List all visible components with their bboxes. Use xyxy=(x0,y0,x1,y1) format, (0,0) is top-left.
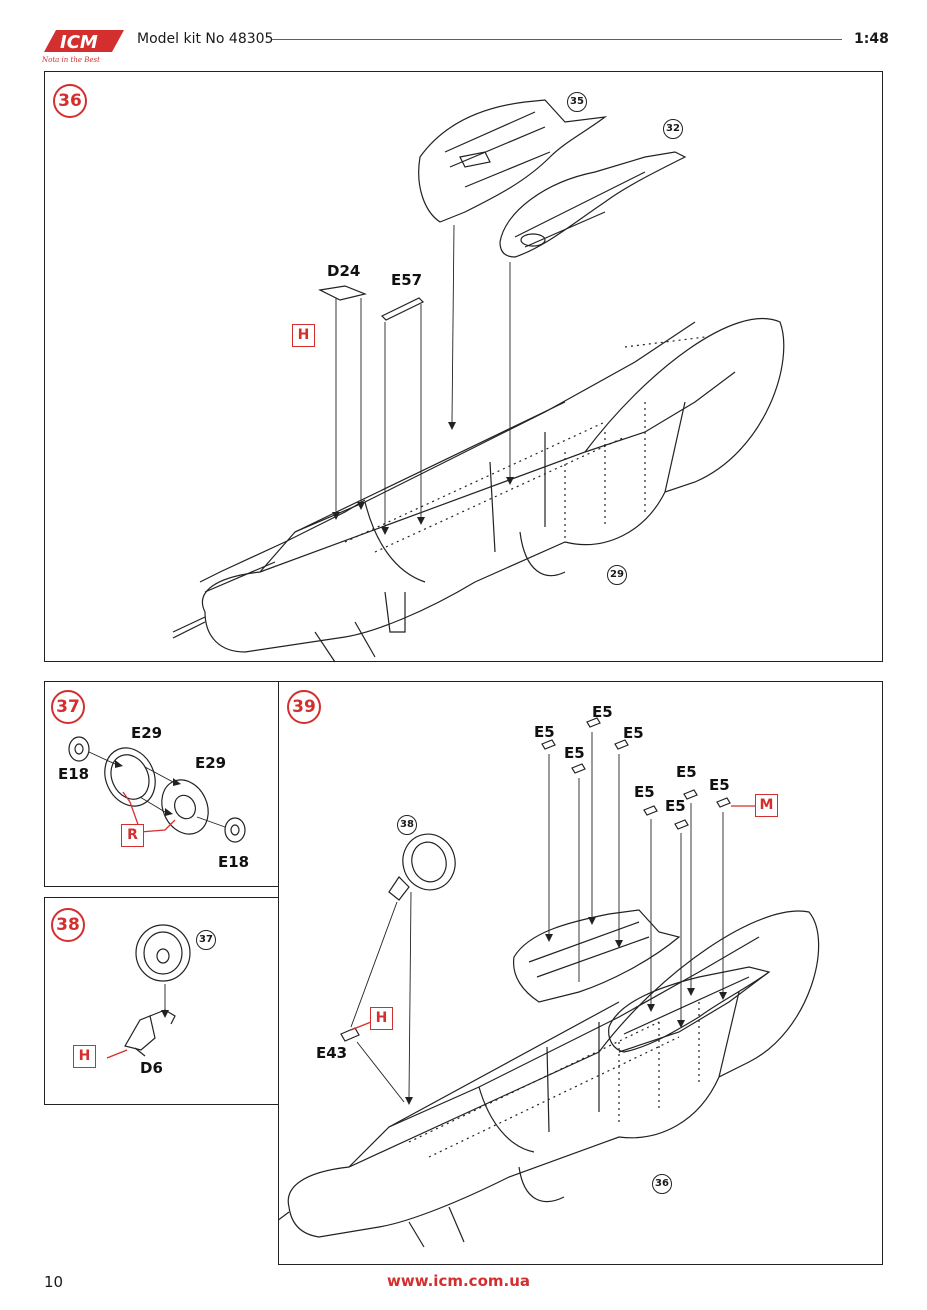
part-e29-a: E29 xyxy=(131,724,163,742)
ref-38: 38 xyxy=(397,815,417,835)
ref-32: 32 xyxy=(663,119,683,139)
part-e5-3: E5 xyxy=(623,724,644,742)
ref-36: 36 xyxy=(652,1174,672,1194)
scale-label: 1:48 xyxy=(854,31,889,47)
kit-title: Model kit No 48305 xyxy=(137,31,274,47)
part-e5-7: E5 xyxy=(665,797,686,815)
icm-logo: ICM Nota in the Best xyxy=(38,22,128,66)
part-e18-b: E18 xyxy=(218,853,250,871)
ref-37: 37 xyxy=(196,930,216,950)
final-assembly-drawing xyxy=(279,717,820,1248)
mark-r: R xyxy=(121,824,144,847)
part-e5-6: E5 xyxy=(676,763,697,781)
step-37-panel: 37 E29 E29 E18 E18 R xyxy=(44,681,279,887)
website-link[interactable]: www.icm.com.ua xyxy=(387,1272,530,1290)
step-36-badge: 36 xyxy=(53,84,87,118)
part-e5-4: E5 xyxy=(564,744,585,762)
step-38-panel: 38 37 D6 H xyxy=(44,897,279,1105)
mark-h: H xyxy=(73,1045,96,1068)
step-39-badge: 39 xyxy=(287,690,321,724)
part-e5-2: E5 xyxy=(592,703,613,721)
header-rule xyxy=(272,39,842,40)
part-e5-1: E5 xyxy=(534,723,555,741)
part-e29-b: E29 xyxy=(195,754,227,772)
part-e5-5: E5 xyxy=(634,783,655,801)
mark-m: M xyxy=(755,794,778,817)
part-d6: D6 xyxy=(140,1059,163,1077)
mark-h: H xyxy=(292,324,315,347)
mark-h: H xyxy=(370,1007,393,1030)
step-39-panel: 39 38 36 E5 E5 E5 E5 E5 E5 E5 E5 E43 H M xyxy=(278,681,883,1265)
ref-35: 35 xyxy=(567,92,587,112)
part-e5-8: E5 xyxy=(709,776,730,794)
fuselage-assembly-drawing xyxy=(172,99,785,663)
svg-text:Nota in the Best: Nota in the Best xyxy=(41,56,100,64)
svg-text:ICM: ICM xyxy=(60,32,98,53)
part-d24: D24 xyxy=(327,262,361,280)
part-e18-a: E18 xyxy=(58,765,90,783)
page-number: 10 xyxy=(44,1273,64,1291)
step-37-badge: 37 xyxy=(51,690,85,724)
step-38-badge: 38 xyxy=(51,908,85,942)
ref-29: 29 xyxy=(607,565,627,585)
part-e43: E43 xyxy=(316,1044,348,1062)
part-e57: E57 xyxy=(391,271,423,289)
page-header: ICM Nota in the Best Model kit No 48305 … xyxy=(0,0,927,70)
step-36-panel: 36 35 32 29 D24 E57 H xyxy=(44,71,883,663)
wheel-assembly-drawing xyxy=(68,736,246,843)
wheel-fork-drawing xyxy=(106,924,191,1059)
